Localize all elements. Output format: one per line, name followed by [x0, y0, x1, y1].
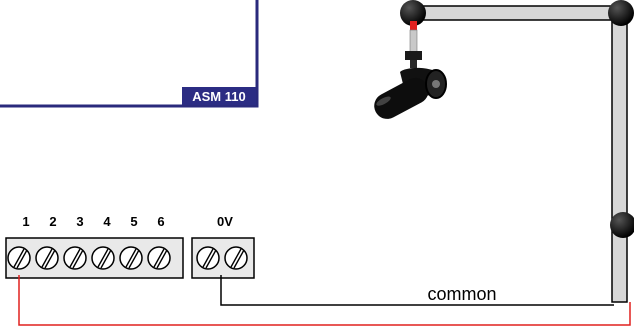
module-badge: [182, 87, 256, 105]
terminal-block-inputs: [5, 237, 184, 279]
terminal-label-5: 5: [130, 214, 137, 229]
terminal-label-1: 1: [22, 214, 29, 229]
microphone-icon: [374, 21, 447, 119]
signal-wire: [18, 275, 631, 326]
top-rail: [411, 5, 621, 21]
mic-knob: [432, 80, 440, 88]
module-name: ASM 110: [192, 89, 245, 104]
mic-stem: [410, 60, 417, 68]
terminal-label-4: 4: [103, 214, 111, 229]
terminal-label-2: 2: [49, 214, 56, 229]
rail-frame: [400, 0, 634, 303]
mic-mount: [405, 51, 422, 60]
screw-terminal-4-icon: [91, 246, 115, 270]
asm-module: ASM 110: [0, 0, 259, 108]
screw-terminal-0v-a-icon: [196, 246, 220, 270]
screw-terminal-2-icon: [35, 246, 59, 270]
right-rail: [611, 11, 628, 303]
terminal-block-0v: [191, 237, 255, 279]
mic-cable: [409, 29, 418, 53]
terminal-labels: 1 2 3 4 5 6 0V: [22, 214, 233, 229]
mic-highlight: [376, 96, 391, 106]
screw-terminal-0v-b-icon: [224, 246, 248, 270]
terminal-label-3: 3: [76, 214, 83, 229]
screw-terminal-5-icon: [119, 246, 143, 270]
side-node-icon: [610, 212, 634, 238]
mic-body: [374, 77, 429, 119]
terminal-label-0v: 0V: [217, 214, 233, 229]
terminal-label-6: 6: [157, 214, 164, 229]
common-wire-label: common: [427, 284, 496, 304]
common-wire: [220, 275, 614, 306]
screw-terminal-3-icon: [63, 246, 87, 270]
screw-terminal-6-icon: [147, 246, 171, 270]
screw-terminal-1-icon: [7, 246, 31, 270]
mic-clip: [410, 21, 417, 30]
top-left-node-icon: [400, 0, 426, 26]
module-border: [0, 0, 259, 108]
top-right-node-icon: [608, 0, 634, 26]
